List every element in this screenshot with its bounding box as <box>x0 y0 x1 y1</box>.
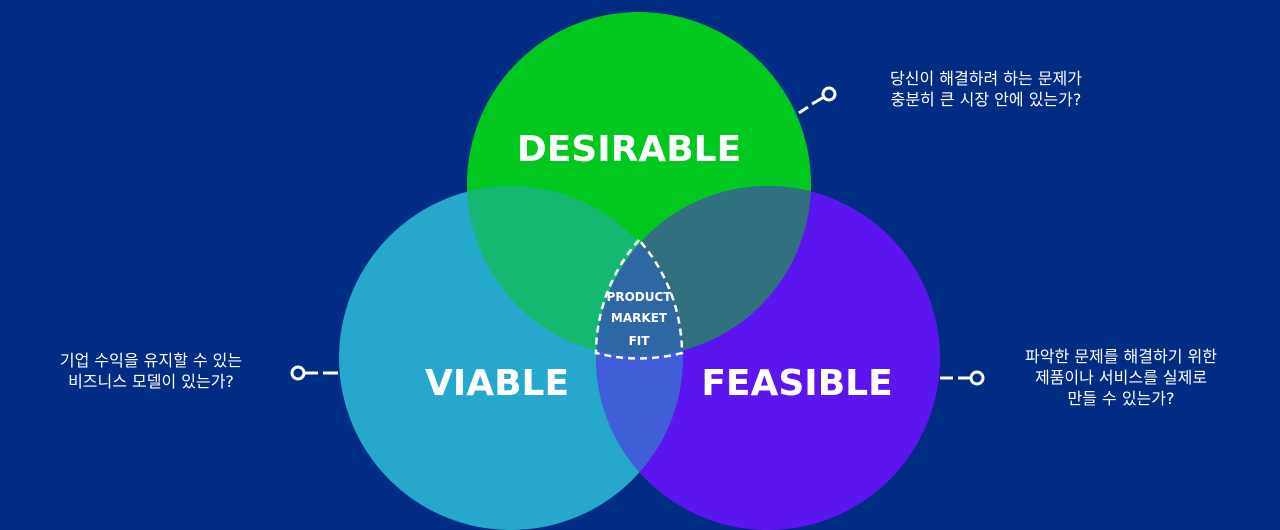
center-label-line3: FIT <box>629 334 651 348</box>
feasible-callout-line3: 만들 수 있는가? <box>1067 389 1175 408</box>
center-label-line1: PRODUCT <box>607 290 673 304</box>
feasible-connector <box>940 370 985 386</box>
desirable-callout: 당신이 해결하려 하는 문제가 충분히 큰 시장 안에 있는가? <box>866 68 1106 110</box>
center-label-line2: MARKET <box>611 311 668 325</box>
feasible-callout-line2: 제품이나 서비스를 실제로 <box>1034 368 1208 387</box>
viable-callout-line2: 비즈니스 모델이 있는가? <box>68 372 234 391</box>
feasible-callout: 파악한 문제를 해결하기 위한 제품이나 서비스를 실제로 만들 수 있는가? <box>996 346 1246 409</box>
desirable-connector-dot <box>821 86 837 102</box>
viable-connector <box>290 365 338 381</box>
viable-label: VIABLE <box>425 363 569 404</box>
viable-connector-dot <box>290 365 306 381</box>
desirable-viable-overlap <box>467 186 683 356</box>
viable-callout: 기업 수익을 유지할 수 있는 비즈니스 모델이 있는가? <box>36 350 266 392</box>
viable-callout-line1: 기업 수익을 유지할 수 있는 <box>59 351 243 370</box>
feasible-callout-line1: 파악한 문제를 해결하기 위한 <box>1025 347 1217 366</box>
desirable-connector <box>798 86 837 115</box>
feasible-connector-dot <box>969 370 985 386</box>
product-market-fit-outline <box>594 238 684 360</box>
desirable-callout-line2: 충분히 큰 시장 안에 있는가? <box>890 90 1082 109</box>
feasible-label: FEASIBLE <box>701 363 892 404</box>
desirable-feasible-overlap <box>596 186 811 356</box>
desirable-label: DESIRABLE <box>517 129 741 170</box>
desirable-callout-line1: 당신이 해결하려 하는 문제가 <box>890 69 1082 88</box>
